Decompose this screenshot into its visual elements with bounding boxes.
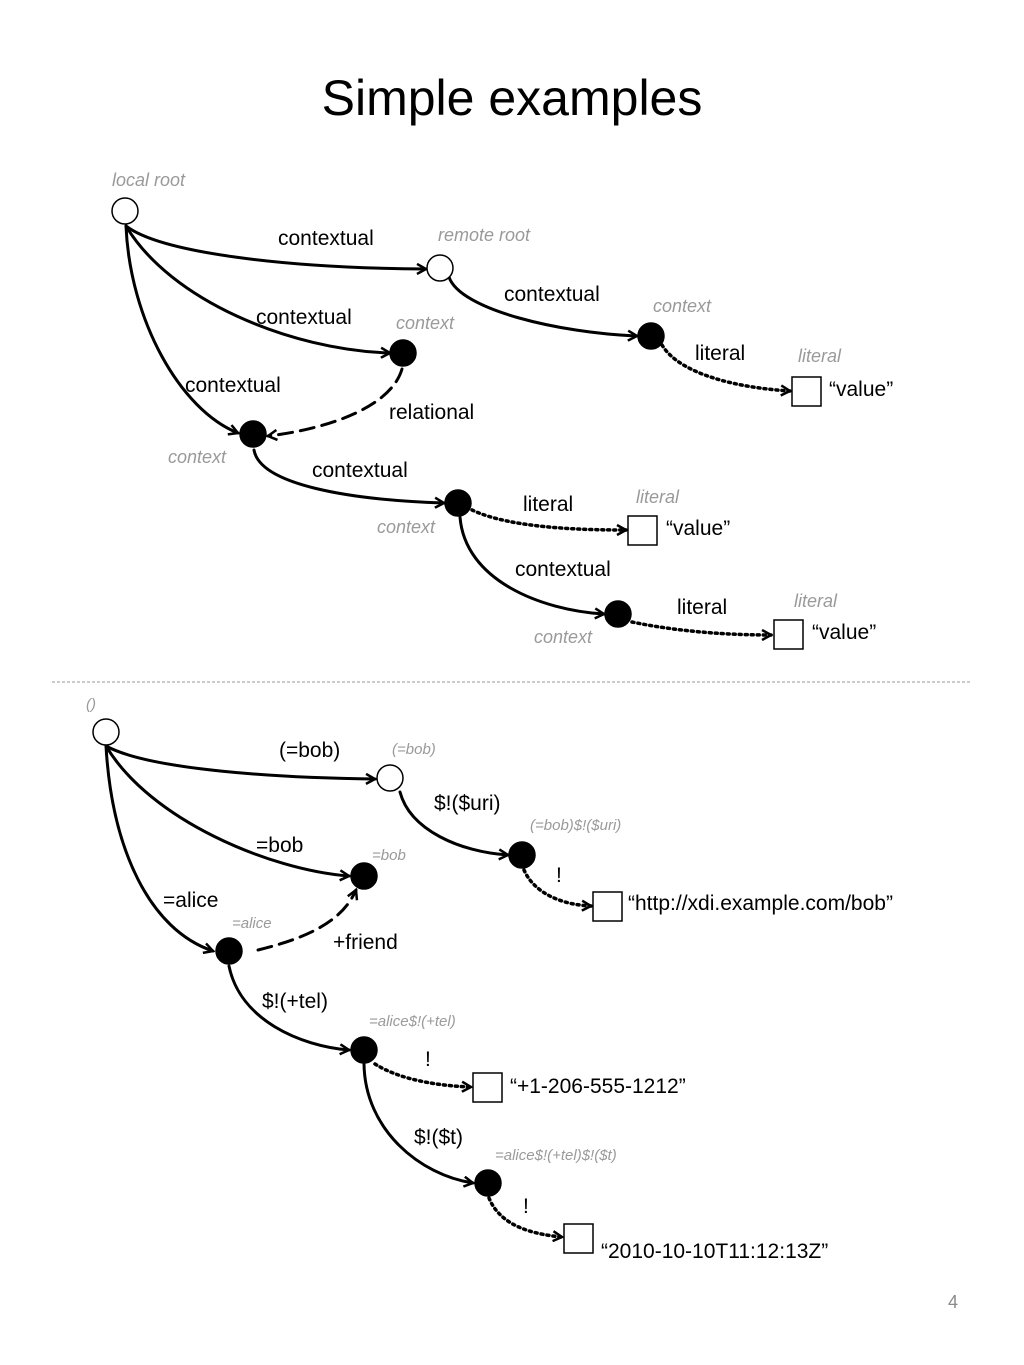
label-contextual-2: contextual (256, 306, 352, 329)
edge-bob-root (104, 744, 375, 779)
label-t: $!($t) (414, 1126, 463, 1149)
top-diagram: local root remote root context context c… (111, 170, 893, 650)
edge-contextual-to-context-d (252, 448, 444, 503)
label-contextual-6: contextual (515, 558, 611, 581)
edge-bang-tel (373, 1062, 471, 1087)
alice-node (215, 937, 243, 965)
page-number: 4 (948, 1292, 958, 1312)
alice-tel-node (350, 1036, 378, 1064)
label-literal-1: literal (695, 342, 745, 365)
edge-t (362, 1062, 473, 1183)
context-node-b (239, 420, 267, 448)
tag-context-a: context (396, 313, 455, 333)
edge-bob (104, 744, 349, 876)
context-node-c (637, 322, 665, 350)
context-node-a (389, 339, 417, 367)
label-contextual-5: contextual (312, 459, 408, 482)
tag-root: () (86, 696, 96, 713)
edge-literal-e (630, 620, 771, 635)
bob-node (350, 862, 378, 890)
edge-literal-d (470, 508, 626, 530)
label-bob-root: (=bob) (279, 739, 340, 762)
literal-box-d (627, 515, 658, 546)
edge-relational (268, 367, 404, 436)
literal-box-c (791, 376, 822, 407)
label-bang-uri: ! (556, 864, 562, 887)
tag-alice: =alice (232, 915, 272, 932)
edge-alice (104, 744, 213, 951)
label-bang-tel: ! (425, 1048, 431, 1071)
remote-root-node (426, 254, 454, 282)
label-literal-2: literal (523, 493, 573, 516)
literal-box-uri (592, 891, 623, 922)
value-time: “2010-10-10T11:12:13Z” (601, 1240, 828, 1263)
tag-context-b: context (168, 447, 227, 467)
label-bob: =bob (256, 834, 303, 857)
tag-literal-e: literal (794, 591, 838, 611)
literal-box-e (773, 619, 804, 650)
tag-bob-root: (=bob) (392, 741, 436, 758)
label-bang-t: ! (523, 1195, 529, 1218)
label-uri: $!($uri) (434, 792, 501, 815)
value-tel: “+1-206-555-1212” (510, 1075, 686, 1098)
edge-contextual-to-remote-root (124, 224, 426, 269)
context-node-d (444, 489, 472, 517)
label-alice: =alice (163, 889, 218, 912)
tag-remote-root: remote root (438, 225, 531, 245)
label-literal-3: literal (677, 596, 727, 619)
value-d: “value” (666, 517, 730, 540)
tag-local-root: local root (112, 170, 186, 190)
edge-literal-c (660, 343, 790, 391)
tag-context-e: context (534, 627, 593, 647)
bob-root-node (376, 764, 404, 792)
edge-bang-uri (522, 868, 591, 906)
label-contextual-1: contextual (278, 227, 374, 250)
local-root-node (111, 197, 139, 225)
value-c: “value” (829, 378, 893, 401)
tag-literal-d: literal (636, 487, 680, 507)
tag-context-c: context (653, 296, 712, 316)
label-tel: $!(+tel) (262, 990, 328, 1013)
root-node (92, 718, 120, 746)
label-relational: relational (389, 401, 474, 424)
label-friend: +friend (333, 931, 398, 954)
edge-contextual-to-context-b (124, 224, 238, 433)
tag-literal-c: literal (798, 346, 842, 366)
tag-alice-tel-t: =alice$!(+tel)$!($t) (495, 1147, 617, 1164)
bottom-diagram: () (=bob) (=bob)$!($uri) =bob =alice =al… (86, 696, 893, 1263)
edge-bang-t (487, 1196, 562, 1237)
edge-tel (227, 964, 349, 1050)
edge-friend (256, 890, 356, 952)
context-node-e (604, 600, 632, 628)
literal-box-tel (472, 1072, 503, 1103)
edge-contextual-to-context-a (124, 224, 390, 353)
literal-box-time (563, 1223, 594, 1254)
tag-bob: =bob (372, 847, 406, 864)
tag-context-d: context (377, 517, 436, 537)
edge-contextual-to-context-c (447, 275, 637, 336)
page-title: Simple examples (322, 70, 703, 126)
alice-tel-t-node (474, 1169, 502, 1197)
label-contextual-4: contextual (504, 283, 600, 306)
label-contextual-3: contextual (185, 374, 281, 397)
tag-alice-tel: =alice$!(+tel) (369, 1013, 456, 1030)
edge-contextual-to-context-e (458, 515, 604, 614)
value-uri: “http://xdi.example.com/bob” (628, 892, 893, 915)
tag-bob-uri: (=bob)$!($uri) (530, 817, 621, 834)
value-e: “value” (812, 621, 876, 644)
edge-uri (398, 790, 508, 855)
bob-uri-node (508, 841, 536, 869)
